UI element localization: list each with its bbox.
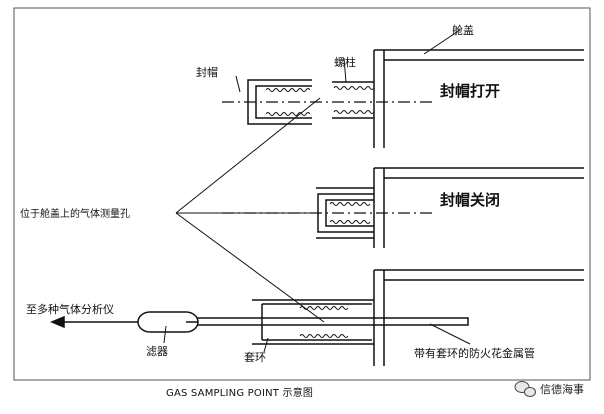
collar — [261, 303, 372, 341]
diagram-frame — [13, 7, 591, 381]
cap-label: 封帽 — [196, 65, 218, 79]
collar-label: 套环 — [244, 351, 266, 364]
cap-open — [247, 79, 312, 125]
watermark-label: 信德海事 — [540, 382, 584, 396]
hatch-cover-label: 舱盖 — [452, 23, 474, 37]
measuring-hole-label: 位于舱盖上的气体测量孔 — [20, 207, 130, 220]
filter-label: 滤器 — [146, 345, 168, 358]
stud-label: 螺柱 — [334, 55, 356, 69]
collar-thread — [299, 306, 349, 338]
hatch-section-top — [332, 49, 584, 148]
stud-thread-top — [333, 86, 375, 114]
metal-pipe — [196, 317, 469, 326]
cap-thread-middle — [329, 202, 371, 224]
diagram-caption: GAS SAMPLING POINT 示意图 — [166, 386, 313, 399]
to-analyzer-label: 至多种气体分析仪 — [26, 302, 114, 316]
cap-closed-label: 封帽关闭 — [440, 191, 500, 209]
leader-lines — [163, 29, 471, 353]
analyzer-arrow — [50, 315, 138, 329]
pipe-label: 带有套环的防火花金属管 — [414, 346, 535, 360]
cap-thread-top — [265, 88, 311, 116]
wechat-icon — [514, 381, 536, 397]
filter — [137, 311, 199, 333]
cap-open-label: 封帽打开 — [440, 82, 500, 100]
hatch-section-middle — [316, 167, 584, 248]
